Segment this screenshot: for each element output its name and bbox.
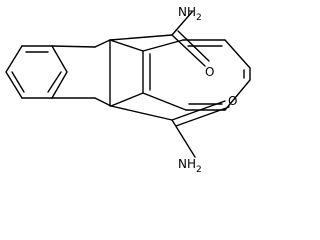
oxygen-top-label: O: [205, 65, 214, 79]
nh2-bottom-label: NH2: [178, 157, 202, 175]
molecule-diagram: NH2 O O NH2: [5, 5, 251, 175]
nh2-bottom-subscript: 2: [196, 165, 202, 175]
structure-svg: NH2 O O NH2: [5, 5, 251, 175]
benzene-ring-left: [5, 45, 68, 99]
central-bridge: [51, 39, 151, 107]
nh2-top-label: NH2: [178, 5, 202, 23]
nh2-top-text: NH: [178, 5, 196, 19]
oxygen-bottom-label: O: [228, 94, 237, 108]
nh2-bottom-text: NH: [178, 157, 196, 171]
amide-top: NH2 O: [109, 5, 214, 79]
nh2-top-subscript: 2: [196, 13, 202, 23]
amide-bottom: O NH2: [110, 94, 237, 175]
